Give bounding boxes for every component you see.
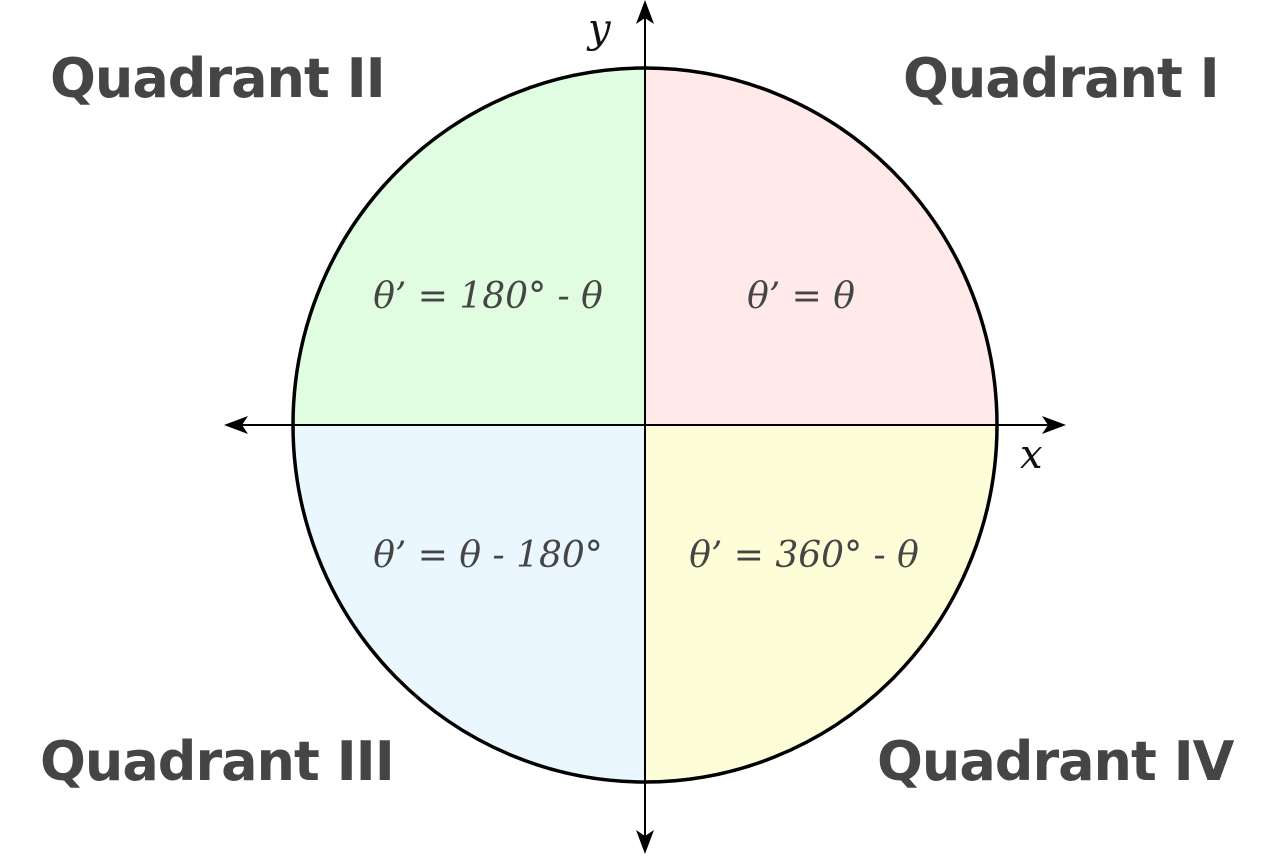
quadrant-2-label: Quadrant II <box>50 47 386 110</box>
y-axis-up-arrow-icon <box>636 0 654 24</box>
x-axis-label: x <box>1020 432 1043 478</box>
y-axis-down-arrow-icon <box>636 830 654 854</box>
quadrant-3-formula: θ’ = θ - 180° <box>373 535 603 576</box>
quadrant-1-fill <box>645 68 997 425</box>
x-axis-right-arrow-icon <box>1042 416 1066 434</box>
quadrant-3-label: Quadrant III <box>40 730 395 793</box>
x-axis-left-arrow-icon <box>224 416 248 434</box>
quadrant-4-label: Quadrant IV <box>877 730 1234 793</box>
quadrant-2-fill <box>293 68 645 425</box>
quadrant-4-formula: θ’ = 360° - θ <box>689 535 919 576</box>
quadrant-2-formula: θ’ = 180° - θ <box>373 276 603 317</box>
quadrant-1-label: Quadrant I <box>903 47 1220 110</box>
quadrant-1-formula: θ’ = θ <box>747 276 855 317</box>
y-axis-label: y <box>586 6 612 52</box>
